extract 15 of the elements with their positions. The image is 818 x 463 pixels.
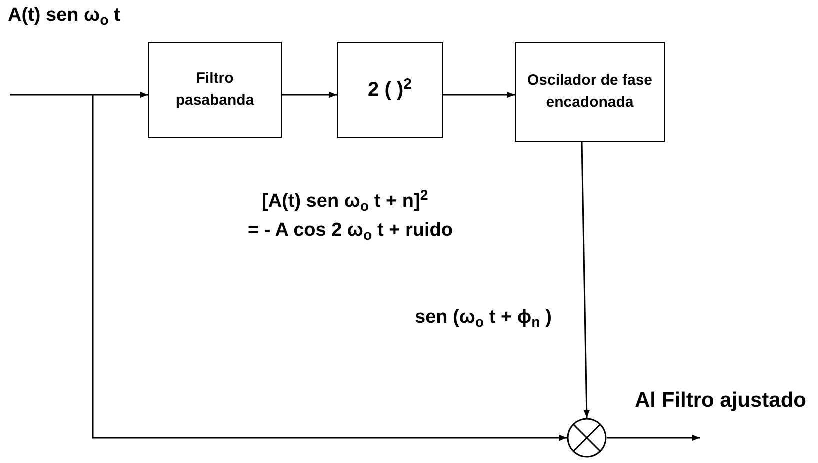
arrow [581,142,590,418]
process-box: Filtro pasabanda [148,42,282,138]
formula-label: [A(t) sen ω$_{o}$ t + n]$^{2}$ [262,188,428,216]
edge-label: sen (ω$_{o}$ t + ϕ$_{n}$ ) [415,306,552,332]
process-box: 2 ( )$^{2}$ [337,42,443,138]
formula-label: A(t) sen ω$_{o}$ t [8,4,120,30]
arrow [282,92,337,98]
arrow [443,92,515,98]
formula-label: Al Filtro ajustado [635,388,807,414]
multiplier-symbol [567,418,607,458]
process-box: Oscilador de fase encadonada [515,42,665,142]
arrow [10,92,148,98]
formula-label: = - A cos 2 ω$_{o}$ t + ruido [248,219,453,246]
arrow [607,434,700,442]
arrow [92,95,567,442]
